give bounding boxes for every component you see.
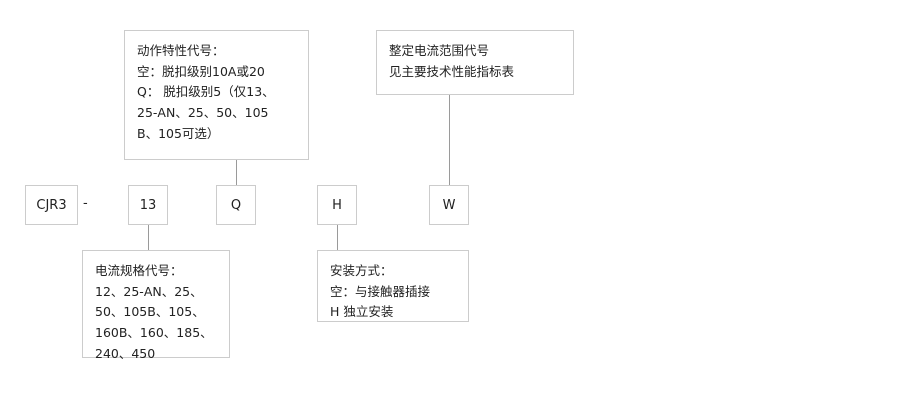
connector-current-range <box>449 95 450 185</box>
code-box-current-range: W <box>429 185 469 225</box>
code-box-current-rating: 13 <box>128 185 168 225</box>
code-box-series: CJR3 <box>25 185 78 225</box>
current-range-description-box: 整定电流范围代号 见主要技术性能指标表 <box>376 30 574 95</box>
code-box-mounting: H <box>317 185 357 225</box>
code-box-trip-characteristic: Q <box>216 185 256 225</box>
separator-dash: - <box>83 196 88 211</box>
trip-characteristic-description-box: 动作特性代号： 空：脱扣级别10A或20 Q： 脱扣级别5（仅13、 25-AN… <box>124 30 309 160</box>
mounting-description-box: 安装方式： 空：与接触器插接 H 独立安装 <box>317 250 469 322</box>
connector-mounting <box>337 225 338 250</box>
current-rating-description-box: 电流规格代号： 12、25-AN、25、 50、105B、105、 160B、1… <box>82 250 230 361</box>
connector-trip-characteristic <box>236 160 237 185</box>
connector-current-rating <box>148 225 149 250</box>
